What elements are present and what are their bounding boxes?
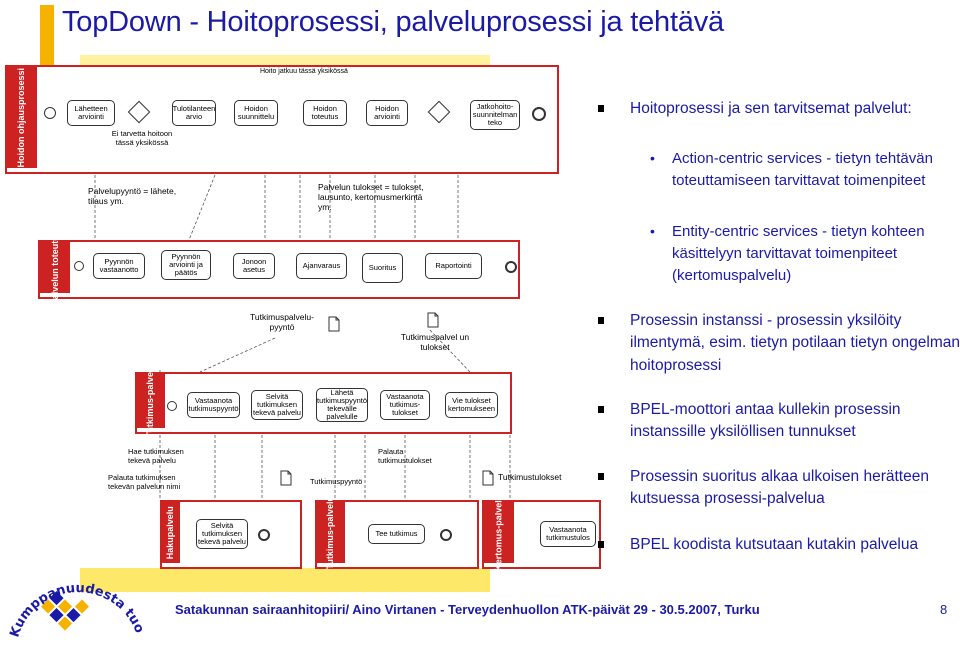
subbullet-dot-icon: • xyxy=(650,223,655,239)
task-receive-research-result[interactable]: Vastaanota tutkimustulos xyxy=(540,521,596,547)
task-search-find-service[interactable]: Selvitä tutkimuksen tekevä palvelu xyxy=(196,519,248,549)
start-event-icon xyxy=(167,401,177,411)
task-store-results[interactable]: Vie tulokset kertomukseen xyxy=(445,392,498,418)
care-loop-label: Hoito jatkuu tässä yksikössä xyxy=(260,68,348,75)
document-icon xyxy=(328,316,340,332)
accent-bar-orange xyxy=(40,5,54,65)
doc-research-results-label: Tutkimuspalvel un tulokset xyxy=(400,332,470,352)
care-no-need-label: Ei tarvetta hoitoon tässä yksikössä xyxy=(111,129,173,147)
task-booking[interactable]: Ajanvaraus xyxy=(296,253,347,279)
document-icon xyxy=(280,470,292,486)
task-receive-research-results[interactable]: Vastaanota tutkimus-tulokset xyxy=(380,390,430,420)
task-request-decision[interactable]: Pyynnön arviointi ja päätös xyxy=(161,250,211,280)
message-return-results: Palauta tutkimustulokset xyxy=(378,447,432,465)
task-find-research-service[interactable]: Selvitä tutkimuksen tekevä palvelu xyxy=(251,390,303,420)
task-perform-research[interactable]: Tee tutkimus xyxy=(368,524,425,544)
doc-research-request-label: Tutkimuspalvelu-pyyntö xyxy=(250,312,314,332)
task-receive-research-request[interactable]: Vastaanota tutkimuspyyntö xyxy=(187,392,240,418)
lane-records-text: Kertomus-palvelu xyxy=(493,494,504,571)
lane-label-search: Hakupalvelu xyxy=(162,502,180,563)
subbullet-1-text: Action-centric services - tietyn tehtävä… xyxy=(672,150,933,189)
service-request-note: Palvelupyyntö = lähete, tilaus ym. xyxy=(88,186,177,206)
bullet-3-text: BPEL-moottori antaa kullekin prosessin i… xyxy=(630,401,901,441)
task-request-reception[interactable]: Pyynnön vastaanotto xyxy=(93,253,145,279)
slide-title: TopDown - Hoitoprosessi, palveluprosessi… xyxy=(62,6,724,38)
bullet-icon xyxy=(598,469,610,481)
subbullet-dot-icon: • xyxy=(650,150,655,166)
task-execution[interactable]: Suoritus xyxy=(362,253,403,283)
task-care-planning[interactable]: Hoidon suunnittelu xyxy=(234,100,278,126)
accent-bar-yellow-bottom xyxy=(80,568,490,592)
end-event-icon xyxy=(440,529,452,541)
page-number: 8 xyxy=(940,602,948,617)
bullet-icon xyxy=(598,101,610,113)
lane-search-text: Hakupalvelu xyxy=(165,505,176,560)
task-send-research-request[interactable]: Lähetä tutkimuspyyntö tekevälle palvelul… xyxy=(316,388,368,422)
bullet-icon xyxy=(598,402,610,414)
message-research-results: Tutkimustulokset xyxy=(498,472,562,482)
message-find-service: Hae tutkimuksen tekevä palvelu xyxy=(128,447,184,465)
task-queueing[interactable]: Jonoon asetus xyxy=(233,253,275,279)
organization-logo: Kumppanuudesta tuottavuutta xyxy=(0,549,150,640)
task-care-evaluation[interactable]: Hoidon arviointi xyxy=(366,100,408,126)
end-event-icon xyxy=(258,529,270,541)
bullet-1-text: Hoitoprosessi ja sen tarvitsemat palvelu… xyxy=(630,100,912,117)
logo-arc-text: Kumppanuudesta tuottavuutta xyxy=(0,549,147,639)
lane-label-research-2: Tutkimus-palvelu xyxy=(317,496,345,569)
task-execution-label: Suoritus xyxy=(368,263,397,273)
lane-care-text: Hoidon ohjausprosessi xyxy=(16,67,27,168)
lane-research-text: Tutkimus-palvelu xyxy=(145,364,156,438)
start-event-icon xyxy=(74,261,84,271)
lane-label-service: Palvelun toteutus xyxy=(40,230,70,305)
lane-label-care: Hoidon ohjausprosessi xyxy=(7,67,37,168)
svg-text:Kumppanuudesta tuottavuutta: Kumppanuudesta tuottavuutta xyxy=(0,560,147,639)
task-referral-evaluation[interactable]: Lähetteen arviointi xyxy=(67,100,115,126)
bullet-5-text: BPEL koodista kutsutaan kutakin palvelua xyxy=(630,536,919,553)
message-research-request: Tutkimuspyyntö xyxy=(310,477,363,486)
lane-service-text: Palvelun toteutus xyxy=(49,229,60,306)
lane-research2-text: Tutkimus-palvelu xyxy=(325,495,336,570)
bullet-2-text: Prosessin instanssi - prosessin yksilöit… xyxy=(630,312,960,374)
bullet-icon xyxy=(598,313,610,325)
lane-label-records: Kertomus-palvelu xyxy=(484,494,514,571)
task-reporting[interactable]: Raportointi xyxy=(425,253,482,279)
end-event-icon xyxy=(505,261,517,273)
start-event-icon xyxy=(44,107,56,119)
document-icon xyxy=(482,470,494,486)
subbullet-2-text: Entity-centric services - tietyn kohteen… xyxy=(672,223,925,284)
task-admission-assessment[interactable]: Tulotilanteen arvio xyxy=(172,100,216,126)
lane-label-research: Tutkimus-palvelu xyxy=(137,364,165,438)
task-care-implementation[interactable]: Hoidon toteutus xyxy=(303,100,347,126)
bullet-4-text: Prosessin suoritus alkaa ulkoisen herätt… xyxy=(630,468,929,508)
task-follow-up-plan[interactable]: Jatkohoito-suunnitelman teko xyxy=(470,100,520,130)
logo-mark-icon: Kumppanuudesta tuottavuutta xyxy=(0,549,147,639)
service-results-note: Palvelun tulokset = tulokset, lausunto, … xyxy=(318,182,424,212)
bullet-icon xyxy=(598,537,610,549)
message-return-service: Palauta tutkimuksen tekevän palvelun nim… xyxy=(108,473,181,491)
document-icon xyxy=(427,312,439,328)
accent-bar-yellow-top xyxy=(80,55,490,67)
end-event-icon xyxy=(532,107,546,121)
footer-text: Satakunnan sairaanhitopiiri/ Aino Virtan… xyxy=(175,602,760,617)
